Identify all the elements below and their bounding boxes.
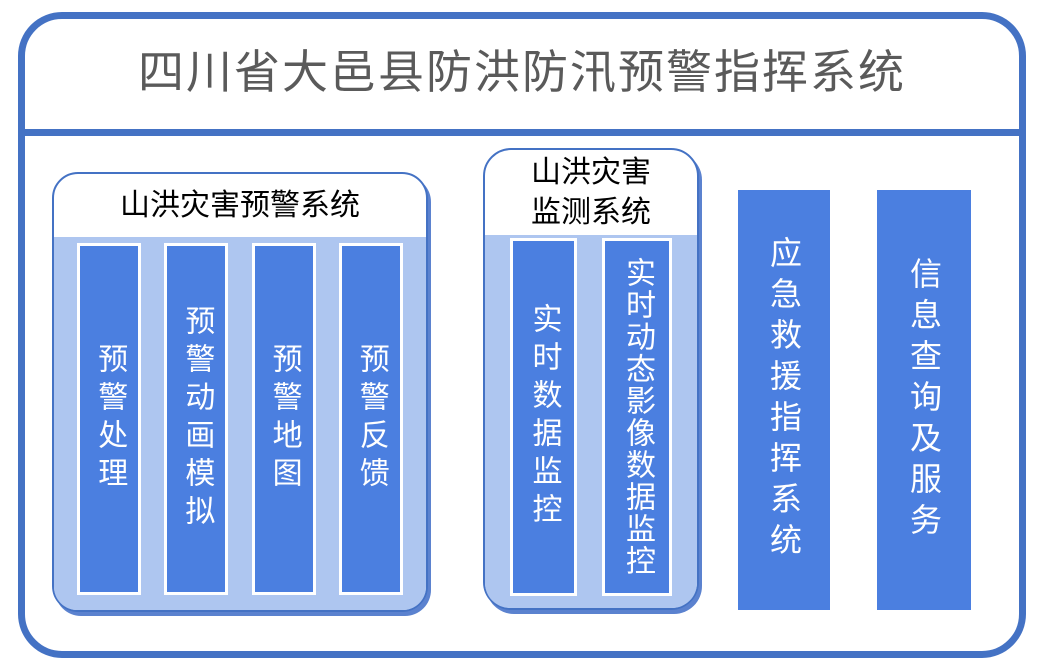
- group-monitoring-system-body: 实时数据监控 实时动态影像数据监控: [485, 235, 697, 608]
- bar-information-query-service-label: 信息查询及服务: [905, 256, 943, 544]
- bar-warning-animation-simulation: 预警动画模拟: [164, 243, 229, 595]
- bar-realtime-data-monitoring-label: 实时数据监控: [526, 303, 562, 531]
- group-warning-system-header: 山洪灾害预警系统: [54, 174, 426, 237]
- bar-realtime-dynamic-video-data-monitoring: 实时动态影像数据监控: [602, 238, 672, 596]
- bar-realtime-dynamic-video-data-monitoring-label: 实时动态影像数据监控: [620, 257, 655, 577]
- bar-warning-feedback: 预警反馈: [338, 243, 403, 595]
- title-divider: [21, 129, 1023, 136]
- bar-realtime-data-monitoring: 实时数据监控: [510, 238, 577, 596]
- bar-warning-animation-simulation-label: 预警动画模拟: [179, 305, 215, 533]
- bar-emergency-rescue-command-system: 应急救援指挥系统: [738, 190, 830, 610]
- group-monitoring-system: 山洪灾害 监测系统 实时数据监控 实时动态影像数据监控: [483, 148, 699, 610]
- bar-warning-processing: 预警处理: [77, 243, 142, 595]
- bar-information-query-service: 信息查询及服务: [877, 190, 971, 610]
- bar-emergency-rescue-command-system-label: 应急救援指挥系统: [765, 236, 803, 564]
- group-warning-system-body: 预警处理 预警动画模拟 预警地图 预警反馈: [54, 237, 426, 610]
- group-warning-system: 山洪灾害预警系统 预警处理 预警动画模拟 预警地图 预警反馈: [52, 172, 428, 612]
- outer-frame: [18, 12, 1026, 658]
- bar-warning-map: 预警地图: [251, 243, 316, 595]
- group-warning-system-label: 山洪灾害预警系统: [120, 187, 360, 223]
- page-title: 四川省大邑县防洪防汛预警指挥系统: [138, 46, 906, 98]
- group-monitoring-system-header: 山洪灾害 监测系统: [485, 150, 697, 235]
- bar-warning-feedback-label: 预警反馈: [353, 343, 389, 495]
- group-monitoring-system-label-line1: 山洪灾害: [531, 154, 651, 190]
- bar-warning-processing-label: 预警处理: [92, 343, 128, 495]
- group-monitoring-system-label-line2: 监测系统: [531, 194, 651, 230]
- bar-warning-map-label: 预警地图: [266, 343, 302, 495]
